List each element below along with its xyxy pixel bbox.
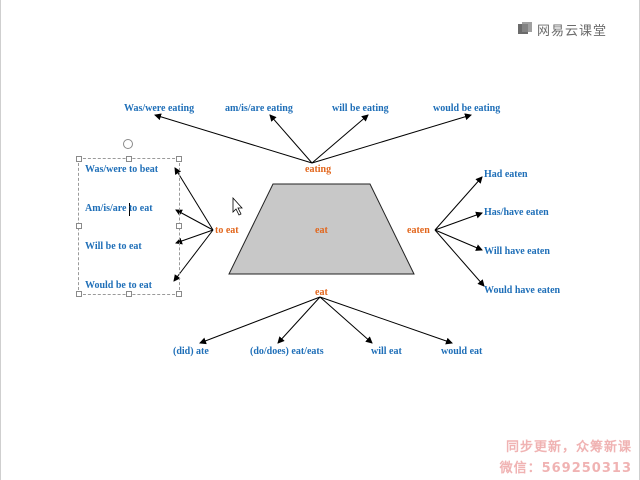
arrow-left-1 [174, 167, 214, 231]
top-item-4[interactable]: would be eating [433, 103, 501, 114]
resize-handle-bottom-right[interactable] [176, 291, 182, 297]
resize-handle-right[interactable] [176, 223, 182, 229]
arrow-bottom-1 [199, 296, 321, 345]
arrow-top-3 [311, 114, 369, 164]
center-trapezoid[interactable] [228, 183, 415, 275]
watermark-line-2: 微信：569250313 [499, 461, 632, 476]
right-item-3[interactable]: Will have eaten [484, 246, 550, 257]
top-item-1[interactable]: Was/were eating [124, 103, 195, 114]
left-item-2[interactable]: Am/is/are to eat [85, 203, 153, 214]
resize-handle-top-right[interactable] [176, 156, 182, 162]
top-item-2[interactable]: am/is/are eating [225, 103, 293, 114]
top-item-3[interactable]: will be eating [332, 103, 389, 114]
right-hub[interactable]: eaten [407, 225, 430, 236]
bottom-item-4[interactable]: would eat [441, 346, 483, 357]
arrow-top-2 [269, 114, 313, 164]
left-hub[interactable]: to eat [215, 225, 239, 236]
right-item-4[interactable]: Would have eaten [484, 285, 561, 296]
left-item-1[interactable]: Was/were to beat [85, 164, 159, 175]
arrow-right-1 [434, 176, 483, 231]
arrow-right-3 [434, 229, 483, 251]
arrow-top-4 [311, 113, 472, 164]
arrow-left-3 [175, 229, 214, 245]
logo-text: 网易云课堂 [537, 23, 608, 39]
right-item-2[interactable]: Has/have eaten [484, 207, 549, 218]
arrow-left-2 [175, 209, 214, 231]
arrow-right-4 [434, 229, 485, 287]
bottom-hub[interactable]: eat [315, 287, 328, 298]
text-selection-box[interactable] [78, 158, 180, 295]
netease-logo: 网易云课堂 [518, 20, 608, 39]
center-label[interactable]: eat [315, 225, 328, 236]
top-hub[interactable]: eating [305, 164, 332, 175]
left-item-4[interactable]: Would be to eat [85, 280, 152, 291]
resize-handle-top[interactable] [126, 156, 132, 162]
arrow-left-4 [173, 229, 214, 282]
resize-handle-bottom[interactable] [126, 291, 132, 297]
logo-icon [518, 22, 532, 34]
bottom-item-2[interactable]: (do/does) eat/eats [250, 346, 324, 357]
left-item-3[interactable]: Will be to eat [85, 241, 142, 252]
right-item-1[interactable]: Had eaten [484, 169, 528, 180]
resize-handle-top-left[interactable] [76, 156, 82, 162]
mouse-pointer-icon [232, 196, 243, 216]
arrow-bottom-2 [277, 296, 321, 344]
text-caret [129, 203, 130, 216]
arrow-bottom-4 [319, 296, 453, 345]
bottom-item-3[interactable]: will eat [371, 346, 402, 357]
bottom-item-1[interactable]: (did) ate [173, 346, 209, 357]
arrow-right-2 [434, 211, 483, 231]
resize-handle-left[interactable] [76, 223, 82, 229]
arrow-top-1 [154, 113, 313, 164]
watermark-line-1: 同步更新，众筹新课 [505, 440, 632, 455]
resize-handle-bottom-left[interactable] [76, 291, 82, 297]
slide-edge-left [0, 0, 1, 480]
rotate-handle[interactable] [123, 139, 133, 149]
arrow-bottom-3 [319, 296, 373, 344]
